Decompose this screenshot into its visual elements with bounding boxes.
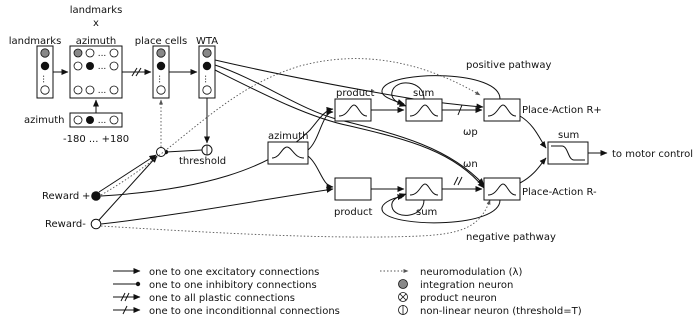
azimuth-input-label: azimuth (24, 115, 65, 126)
product-top-box (334, 98, 372, 122)
junction-product-neuron (156, 147, 166, 157)
title-wta: WTA (196, 36, 218, 47)
reward-minus-label: Reward- (45, 219, 86, 230)
negative-pathway-loop (381, 194, 501, 224)
plastic-mark-1 (131, 67, 138, 77)
wta-ellipsis: ... (202, 75, 212, 84)
plastic-mark-2 (135, 67, 142, 77)
legend-product-text: product neuron (420, 293, 497, 304)
reward-minus-to-junction (98, 155, 158, 221)
place-action-minus-to-sum (519, 157, 547, 184)
product-bottom-box (334, 177, 372, 201)
reward-plus-to-junction (98, 154, 157, 193)
legend-integration-symbol (398, 279, 408, 289)
azimuth-mid-box (267, 141, 309, 165)
sum-bottom-label: sum (416, 207, 437, 218)
sum-bottom-box (405, 177, 443, 201)
reward-plus-sign: + (82, 191, 90, 202)
placecells-ellipsis: ... (156, 75, 166, 84)
wta-to-place-action-minus-2 (214, 69, 485, 189)
plastic-mark-bottom-1 (453, 176, 459, 186)
grid-ellipsis-1: ... (98, 49, 107, 59)
threshold-neuron (201, 144, 213, 156)
title-azimuth-grid: azimuth (76, 36, 117, 47)
place-action-plus-box (483, 98, 521, 122)
place-action-minus-box (483, 177, 521, 201)
legend-plastic-mark-1 (120, 292, 126, 302)
grid-ellipsis-3: ... (98, 86, 107, 96)
omega-p-label: ωp (463, 127, 478, 138)
positive-pathway-label: positive pathway (466, 60, 551, 71)
wta-column: ... (198, 45, 216, 99)
place-action-minus-label: Place-Action R- (522, 187, 597, 198)
unconditional-mark-top (457, 104, 463, 116)
title-landmarks-top: landmarks (70, 5, 123, 16)
wta-to-place-action-minus-1 (214, 64, 485, 186)
legend-integration-text: integration neuron (420, 280, 513, 291)
legend-plastic-text: one to all plastic connections (149, 293, 295, 304)
legend-nonlinear-symbol (398, 305, 408, 315)
positive-pathway-loop (381, 75, 501, 105)
azimuth-to-product-bottom (307, 155, 334, 190)
reward-plus-neuron (91, 191, 101, 201)
legend: one to one excitatory connections one to… (113, 267, 582, 317)
azimuth-mid-label: azimuth (268, 131, 309, 142)
landmarks-ellipsis: ... (40, 75, 50, 84)
landmarks-column: ... (36, 45, 54, 99)
sum-out-box (547, 141, 589, 165)
legend-plastic-mark-2 (124, 292, 130, 302)
neuromod-plus-path (100, 58, 481, 196)
legend-nonlinear-text: non-linear neuron (threshold=T) (420, 306, 582, 317)
neuromod-minus-path (100, 199, 491, 238)
title-landmarks-left: landmarks (9, 36, 62, 47)
landmarks-azimuth-grid: ... ... ... (69, 45, 123, 99)
omega-n-label: ωn (463, 159, 478, 170)
plastic-mark-bottom-2 (457, 176, 463, 186)
azimuth-range-label: -180 ... +180 (63, 134, 129, 145)
legend-neuromodulation-text: neuromodulation (λ) (420, 267, 522, 278)
place-action-plus-to-sum (519, 115, 547, 149)
sum-top-box (405, 98, 443, 122)
place-action-plus-label: Place-Action R+ (522, 105, 602, 116)
reward-plus-label: Reward (42, 191, 79, 202)
sum-top-label: sum (413, 88, 434, 99)
azimuth-input-row: ... (69, 112, 123, 128)
legend-inhibitory-text: one to one inhibitory connections (149, 280, 317, 291)
title-x: x (93, 18, 99, 29)
grid-ellipsis-2: ... (98, 62, 107, 72)
legend-unconditional-mark (122, 305, 128, 315)
to-motor-label: to motor control (612, 149, 693, 160)
sum-out-label: sum (558, 130, 579, 141)
legend-unconditional-text: one to one inconditionnal connections (149, 306, 340, 317)
negative-pathway-label: negative pathway (466, 232, 556, 243)
threshold-inhibitory-link (163, 149, 203, 155)
product-bottom-label: product (334, 207, 373, 218)
product-top-label: product (336, 88, 375, 99)
title-place-cells: place cells (135, 36, 188, 47)
azimuth-row-ellipsis: ... (98, 116, 107, 126)
azimuth-to-product-top (307, 109, 334, 151)
legend-product-symbol (398, 292, 408, 302)
place-cells-column: ... (152, 45, 170, 99)
threshold-label: threshold (179, 156, 226, 167)
reward-minus-neuron (90, 218, 102, 230)
reward-minus-to-product-bottom (100, 187, 334, 225)
legend-excitatory-text: one to one excitatory connections (149, 267, 319, 278)
